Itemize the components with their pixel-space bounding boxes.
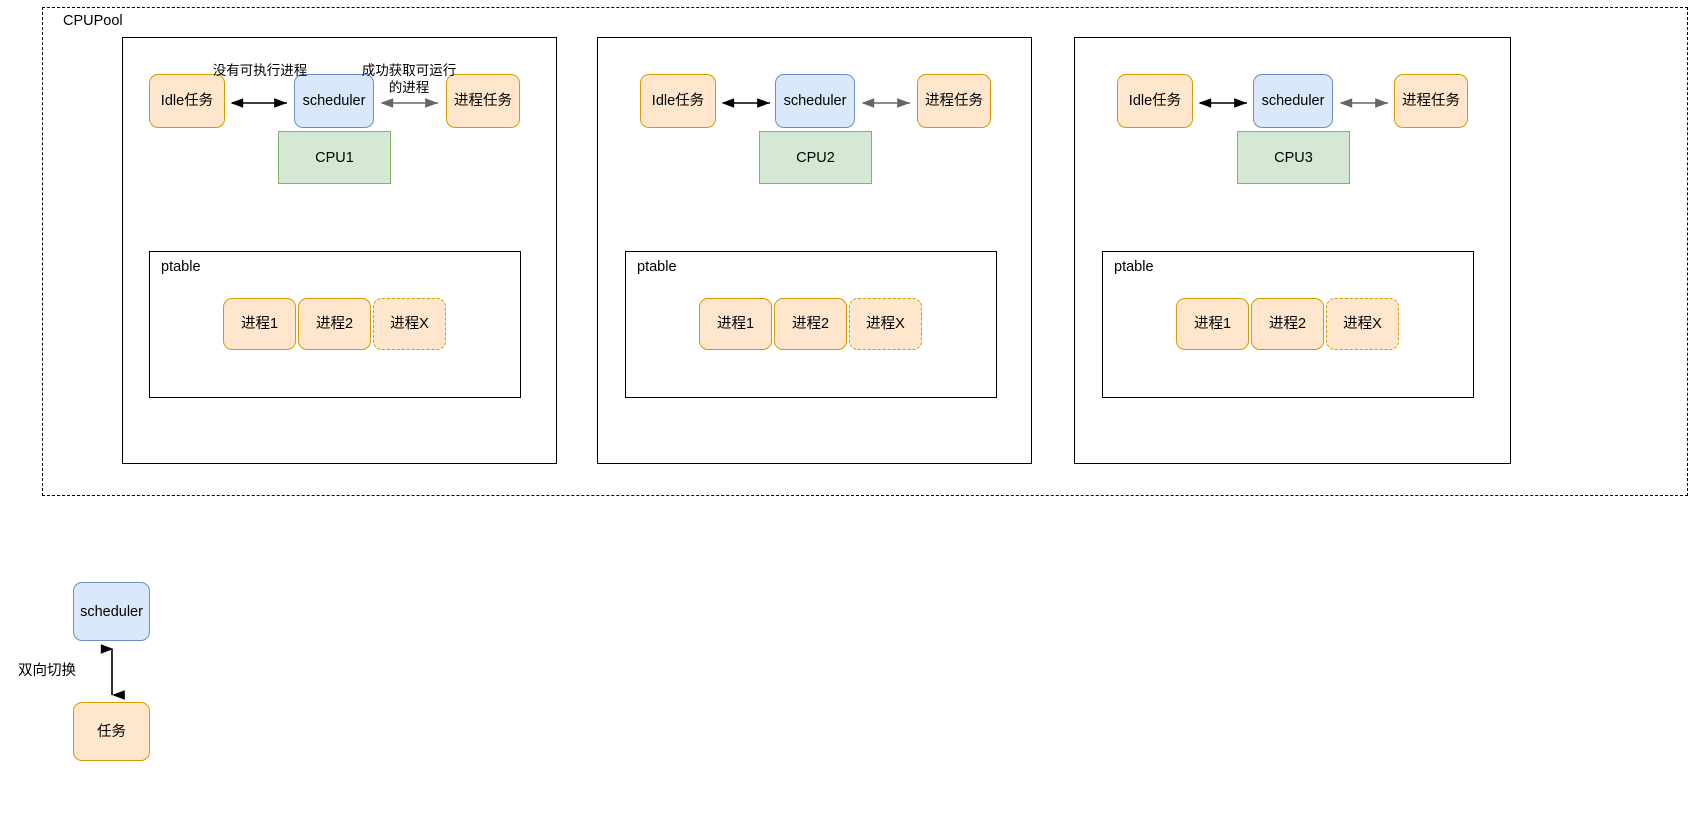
legend-edge-label: 双向切换 bbox=[18, 663, 76, 679]
process-box-3-3[interactable]: 进程X bbox=[1326, 298, 1399, 350]
arrow-legend-bidirectional bbox=[100, 644, 125, 700]
ptable-container-2: ptable bbox=[625, 251, 997, 398]
legend-task-label: 任务 bbox=[97, 723, 126, 740]
process-box-1-3[interactable]: 进程X bbox=[373, 298, 446, 350]
legend-scheduler-box[interactable]: scheduler bbox=[73, 582, 150, 641]
scheduler-label-3: scheduler bbox=[1261, 93, 1325, 109]
idle-task-label-2: Idle任务 bbox=[651, 93, 705, 109]
idle-task-label-3: Idle任务 bbox=[1128, 93, 1182, 109]
ptable-label-1: ptable bbox=[161, 259, 201, 275]
legend-scheduler-label: scheduler bbox=[80, 603, 143, 620]
arrow-scheduler-process-1 bbox=[380, 98, 438, 108]
process-label-3-3: 进程X bbox=[1343, 316, 1382, 332]
process-task-box-1[interactable]: 进程任务 bbox=[446, 74, 520, 128]
arrow-scheduler-process-2 bbox=[861, 98, 910, 108]
process-label-3-1: 进程1 bbox=[1193, 316, 1232, 332]
process-label-1-1: 进程1 bbox=[240, 316, 279, 332]
scheduler-label-1: scheduler bbox=[302, 93, 366, 109]
arrow-idle-scheduler-2 bbox=[721, 98, 770, 108]
arrow-scheduler-process-3 bbox=[1339, 98, 1388, 108]
process-task-label-3: 进程任务 bbox=[1402, 93, 1460, 109]
process-label-3-2: 进程2 bbox=[1268, 316, 1307, 332]
process-task-box-3[interactable]: 进程任务 bbox=[1394, 74, 1468, 128]
cpu-box-3[interactable]: CPU3 bbox=[1237, 131, 1350, 184]
cpu-box-2[interactable]: CPU2 bbox=[759, 131, 872, 184]
idle-task-label-1: Idle任务 bbox=[160, 93, 214, 109]
arrow-idle-scheduler-3 bbox=[1198, 98, 1247, 108]
process-box-1-2[interactable]: 进程2 bbox=[298, 298, 371, 350]
process-label-1-3: 进程X bbox=[390, 316, 429, 332]
ptable-label-2: ptable bbox=[637, 259, 677, 275]
process-task-box-2[interactable]: 进程任务 bbox=[917, 74, 991, 128]
edge-label-got-runnable-process-1: 成功获取可运行的进程 bbox=[361, 63, 457, 95]
arrow-idle-scheduler-1 bbox=[230, 98, 287, 108]
scheduler-label-2: scheduler bbox=[783, 93, 847, 109]
process-label-2-3: 进程X bbox=[866, 316, 905, 332]
idle-task-box-2[interactable]: Idle任务 bbox=[640, 74, 716, 128]
process-label-1-2: 进程2 bbox=[315, 316, 354, 332]
cpupool-label: CPUPool bbox=[63, 13, 123, 29]
edge-label-no-runnable-process-1: 没有可执行进程 bbox=[212, 63, 308, 78]
cpu-label-3: CPU3 bbox=[1274, 149, 1313, 166]
cpu-label-2: CPU2 bbox=[796, 149, 835, 166]
idle-task-box-3[interactable]: Idle任务 bbox=[1117, 74, 1193, 128]
cpu-label-1: CPU1 bbox=[315, 149, 354, 166]
process-label-2-1: 进程1 bbox=[716, 316, 755, 332]
process-box-3-1[interactable]: 进程1 bbox=[1176, 298, 1249, 350]
scheduler-box-3[interactable]: scheduler bbox=[1253, 74, 1333, 128]
legend-task-box[interactable]: 任务 bbox=[73, 702, 150, 761]
process-task-label-2: 进程任务 bbox=[925, 93, 983, 109]
scheduler-box-2[interactable]: scheduler bbox=[775, 74, 855, 128]
process-box-1-1[interactable]: 进程1 bbox=[223, 298, 296, 350]
idle-task-box-1[interactable]: Idle任务 bbox=[149, 74, 225, 128]
ptable-label-3: ptable bbox=[1114, 259, 1154, 275]
cpu-box-1[interactable]: CPU1 bbox=[278, 131, 391, 184]
process-box-2-2[interactable]: 进程2 bbox=[774, 298, 847, 350]
process-task-label-1: 进程任务 bbox=[454, 93, 512, 109]
scheduler-box-1[interactable]: scheduler bbox=[294, 74, 374, 128]
process-box-2-3[interactable]: 进程X bbox=[849, 298, 922, 350]
process-box-2-1[interactable]: 进程1 bbox=[699, 298, 772, 350]
process-label-2-2: 进程2 bbox=[791, 316, 830, 332]
process-box-3-2[interactable]: 进程2 bbox=[1251, 298, 1324, 350]
cpupool-container: CPUPool bbox=[42, 7, 1688, 496]
